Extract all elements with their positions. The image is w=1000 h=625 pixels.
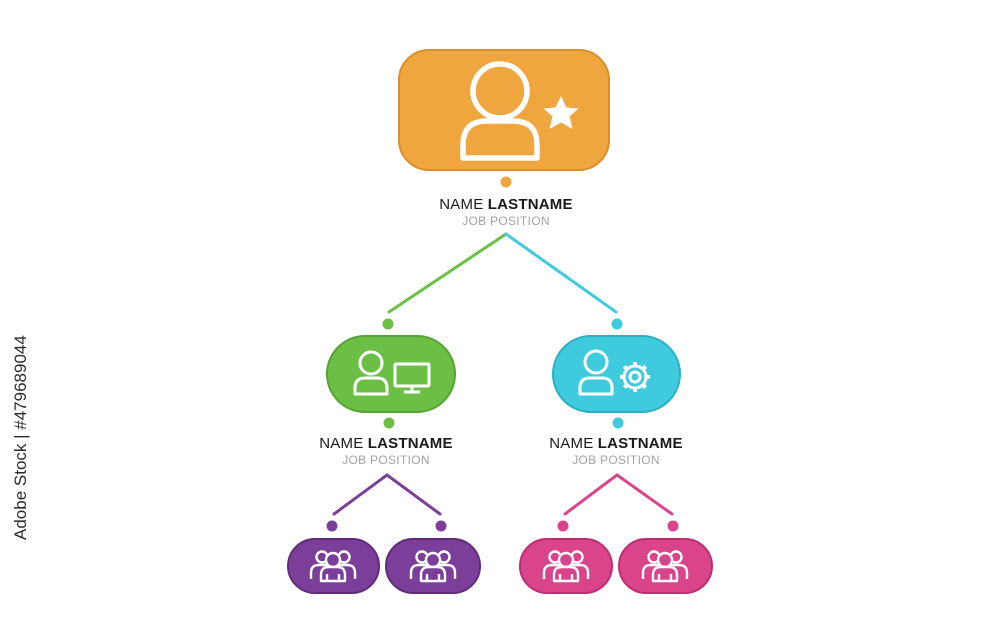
team-node-pink-b [618, 538, 713, 594]
person-name: NAME LASTNAME [496, 436, 736, 451]
connector-right-child-a [563, 473, 619, 516]
connector-right-child-b [615, 473, 674, 516]
job-position: JOB POSITION [572, 453, 660, 467]
connector-top-left [387, 232, 508, 314]
job-position: JOB POSITION [342, 453, 430, 467]
team-node-purple-a [287, 538, 380, 594]
node-left [326, 335, 456, 413]
dot-top [500, 176, 512, 188]
connector-dots [326, 176, 679, 532]
node-top [398, 49, 610, 171]
person-star-icon [460, 61, 579, 161]
gear-shape [620, 362, 650, 392]
dot-pink-a [557, 520, 569, 532]
first-name: NAME [549, 435, 598, 452]
last-name: LASTNAME [487, 196, 573, 213]
dot-purple-a [326, 520, 338, 532]
label-right: NAME LASTNAME JOB POSITION [496, 436, 736, 466]
dot-purple-b [435, 520, 447, 532]
job-position: JOB POSITION [462, 214, 550, 228]
first-name: NAME [319, 435, 368, 452]
dot-right-top [611, 318, 623, 330]
connector-left-child-a [332, 473, 389, 516]
connector-top-right [504, 232, 618, 314]
node-right [552, 335, 681, 413]
connector-left-child-b [385, 473, 442, 516]
stock-id: Adobe Stock | #479689044 [11, 335, 35, 540]
dot-left-top [382, 318, 394, 330]
team-node-pink-a [519, 538, 613, 594]
person-gear-icon [578, 349, 650, 396]
stock-id-text: Adobe Stock | #479689044 [11, 335, 30, 540]
team-node-purple-b [385, 538, 481, 594]
last-name: LASTNAME [367, 435, 453, 452]
person-name: NAME LASTNAME [386, 197, 626, 212]
connectors [332, 232, 674, 516]
first-name: NAME [439, 196, 488, 213]
dot-left-bottom [383, 417, 395, 429]
person-name: NAME LASTNAME [266, 436, 506, 451]
person-computer-icon [353, 350, 431, 396]
dot-right-bottom [612, 417, 624, 429]
last-name: LASTNAME [597, 435, 683, 452]
label-left: NAME LASTNAME JOB POSITION [266, 436, 506, 466]
label-top: NAME LASTNAME JOB POSITION [386, 197, 626, 227]
dot-pink-b [667, 520, 679, 532]
